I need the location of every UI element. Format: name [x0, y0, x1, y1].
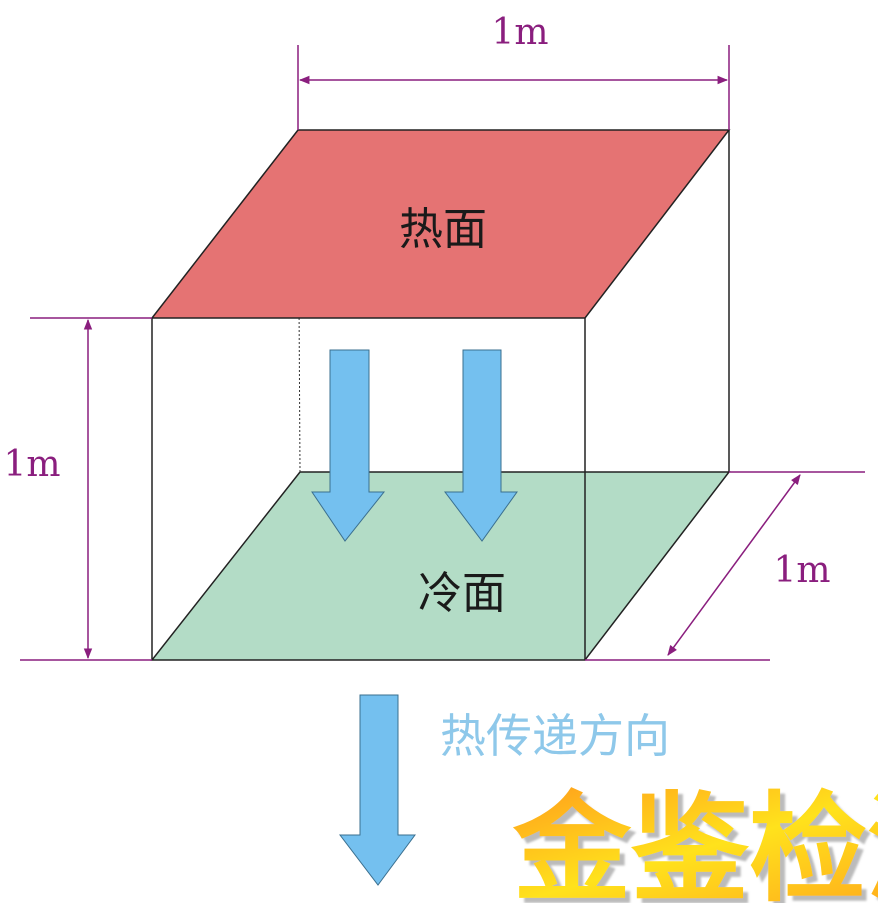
heat-arrow-icon: [311, 349, 386, 542]
height-label: 1m: [3, 444, 60, 485]
depth-label: 1m: [773, 550, 830, 591]
heat-direction-label: 热传递方向: [440, 709, 670, 763]
cold-face-label: 冷面: [418, 568, 506, 619]
dimension-lines: [20, 45, 865, 661]
cold-face: [150, 471, 731, 661]
heat-direction-arrow-icon: [338, 694, 416, 886]
width-label: 1m: [491, 12, 548, 53]
watermark: 金鉴检测: [512, 779, 878, 903]
hot-face-label: 热面: [399, 204, 487, 255]
hot-face: [150, 129, 731, 319]
heat-arrow-icon: [443, 349, 518, 542]
